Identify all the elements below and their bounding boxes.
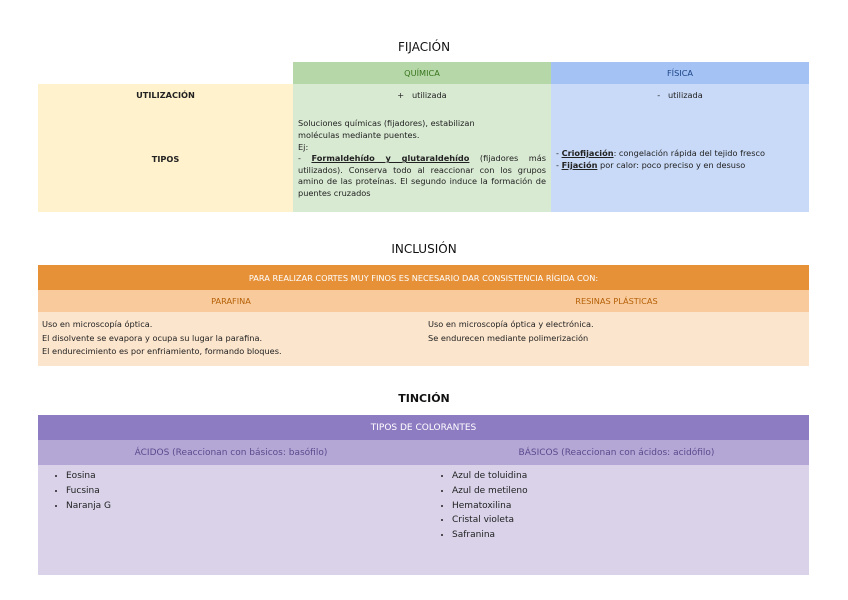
fijacion-calor-text: por calor: poco preciso y en desuso — [597, 160, 746, 170]
resinas-line: Uso en microscopía óptica y electrónica. — [428, 319, 594, 329]
fijadores-description: (fijadores más utilizados). Conserva tod… — [298, 153, 546, 198]
tincion-header: TIPOS DE COLORANTES — [38, 415, 810, 440]
empty-header-cell — [38, 62, 293, 84]
fisica-tipos: - Criofijación: congelación rápida del t… — [551, 106, 809, 212]
fijacion-table: QUÍMICA FÍSICA UTILIZACIÓN + utilizada -… — [38, 62, 809, 212]
quimica-tipos: Soluciones químicas (fijadores), estabil… — [293, 106, 551, 212]
parafina-line: Uso en microscopía óptica. — [42, 319, 153, 329]
fijacion-term: Fijación — [561, 160, 598, 170]
quimica-utilizacion: + utilizada — [293, 84, 551, 106]
basicos-list: Azul de toluidina Azul de metileno Hemat… — [428, 469, 805, 543]
dash: - — [556, 148, 562, 158]
fijadores-term: Formaldehído y glutaraldehído — [311, 153, 470, 164]
list-item: Safranina — [452, 528, 805, 543]
inclusion-table: PARA REALIZAR CORTES MUY FINOS ES NECESA… — [38, 265, 809, 366]
criofijacion-text: : congelación rápida del tejido fresco — [613, 148, 765, 158]
list-item: Hematoxilina — [452, 499, 805, 514]
fijacion-title: FIJACIÓN — [397, 40, 451, 54]
list-item: Cristal violeta — [452, 513, 805, 528]
parafina-title: PARAFINA — [38, 290, 424, 312]
parafina-line: El endurecimiento es por enfriamiento, f… — [42, 346, 282, 356]
resinas-line: Se endurecen mediante polimerización — [428, 332, 589, 343]
dash: - — [298, 153, 312, 164]
acidos-title: ÁCIDOS (Reaccionan con básicos: basófilo… — [38, 440, 424, 465]
basicos-title: BÁSICOS (Reaccionan con ácidos: acidófil… — [424, 440, 810, 465]
inclusion-title: INCLUSIÓN — [391, 242, 457, 256]
row-label-tipos: TIPOS — [38, 106, 293, 212]
list-item: Fucsina — [66, 484, 420, 499]
quimica-tipos-line3: Ej: — [298, 141, 309, 152]
quimica-tipos-paragraph: - Formaldehído y glutaraldehído (fijador… — [298, 153, 546, 199]
fisica-utilizacion-text: - utilizada — [657, 90, 703, 100]
header-fisica: FÍSICA — [551, 62, 809, 84]
criofijacion-term: Criofijación — [561, 148, 614, 158]
fisica-utilizacion: - utilizada — [551, 84, 809, 106]
resinas-body: Uso en microscopía óptica y electrónica.… — [424, 312, 809, 366]
quimica-utilizacion-text: + utilizada — [397, 90, 447, 100]
resinas-title: RESINAS PLÁSTICAS — [424, 290, 809, 312]
list-item: Azul de toluidina — [452, 469, 805, 484]
parafina-body: Uso en microscopía óptica. El disolvente… — [38, 312, 424, 366]
fisica-tipo-calor: - Fijación por calor: poco preciso y en … — [556, 159, 804, 171]
acidos-body: Eosina Fucsina Naranja G — [38, 465, 424, 575]
quimica-tipos-line1: Soluciones químicas (fijadores), estabil… — [298, 118, 475, 129]
list-item: Naranja G — [66, 499, 420, 514]
acidos-list: Eosina Fucsina Naranja G — [42, 469, 420, 513]
inclusion-header: PARA REALIZAR CORTES MUY FINOS ES NECESA… — [38, 265, 809, 290]
parafina-line: El disolvente se evapora y ocupa su luga… — [42, 332, 263, 343]
basicos-body: Azul de toluidina Azul de metileno Hemat… — [424, 465, 810, 575]
quimica-tipos-line2: moléculas mediante puentes. — [298, 130, 420, 141]
fisica-tipo-criofijacion: - Criofijación: congelación rápida del t… — [556, 147, 804, 159]
list-item: Azul de metileno — [452, 484, 805, 499]
row-label-utilizacion: UTILIZACIÓN — [38, 84, 293, 106]
list-item: Eosina — [66, 469, 420, 484]
header-quimica: QUÍMICA — [293, 62, 551, 84]
dash: - — [556, 160, 562, 170]
tincion-table: TIPOS DE COLORANTES ÁCIDOS (Reaccionan c… — [38, 415, 810, 575]
tincion-title: TINCIÓN — [398, 392, 450, 405]
